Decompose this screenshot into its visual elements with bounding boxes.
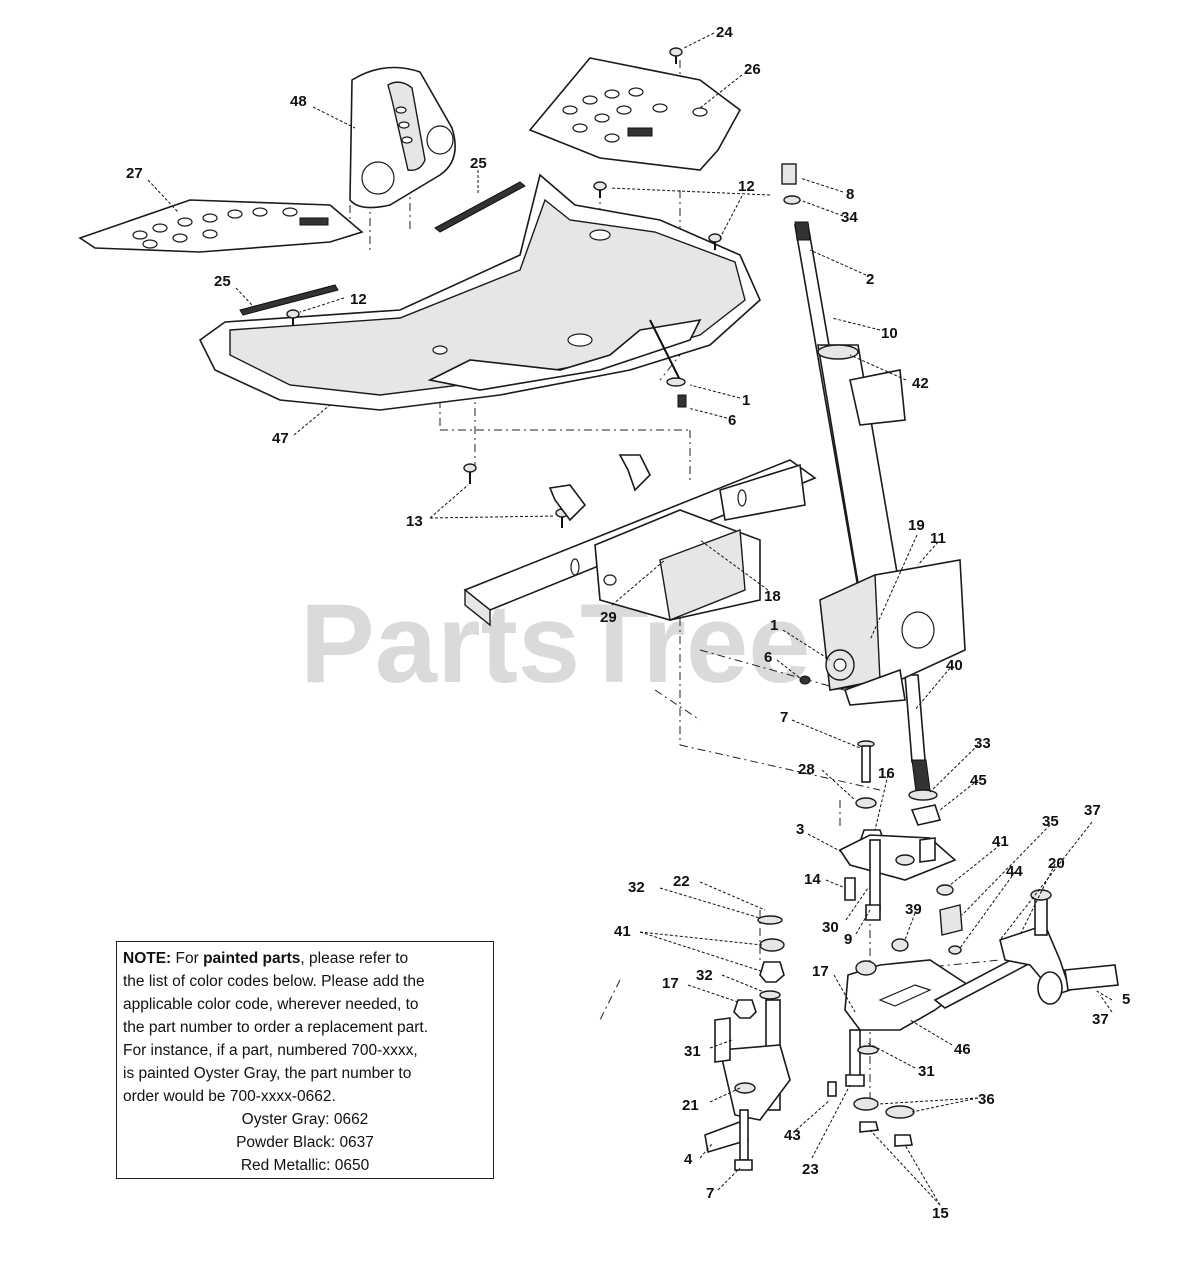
callout-3: 3 <box>796 821 804 838</box>
callout-1: 1 <box>770 617 778 634</box>
part-47-floor-pan <box>198 173 761 411</box>
note-line-5: For instance, if a part, numbered 700-xx… <box>123 1042 418 1059</box>
callout-6: 6 <box>728 412 736 429</box>
note-line-3: applicable color code, wherever needed, … <box>123 996 419 1013</box>
callout-26: 26 <box>744 61 761 78</box>
callout-7: 7 <box>706 1185 714 1202</box>
part-1-6-hardware <box>649 319 687 408</box>
callout-21: 21 <box>682 1097 699 1114</box>
note-line-1: NOTE: For painted parts, please refer to <box>123 947 487 970</box>
color-code-oyster-gray: Oyster Gray: 0662 <box>241 1111 369 1128</box>
lower-hardware <box>855 740 942 851</box>
callout-35: 35 <box>1042 813 1059 830</box>
callout-25: 25 <box>214 273 231 290</box>
callout-40: 40 <box>946 657 963 674</box>
callout-39: 39 <box>905 901 922 918</box>
part-21-left-bracket <box>704 915 791 1171</box>
callout-24: 24 <box>716 24 733 41</box>
callout-15: 15 <box>932 1205 949 1222</box>
callout-34: 34 <box>841 209 858 226</box>
callout-28: 28 <box>798 761 815 778</box>
callout-41: 41 <box>992 833 1009 850</box>
part-46-sector-gear <box>844 949 1042 1031</box>
callout-14: 14 <box>804 871 821 888</box>
callout-20: 20 <box>1048 855 1065 872</box>
callout-labels: 24 26 48 27 25 12 8 34 2 25 12 10 42 1 6… <box>126 24 1130 1222</box>
callout-22: 22 <box>673 873 690 890</box>
callout-25: 25 <box>470 155 487 172</box>
callout-43: 43 <box>784 1127 801 1144</box>
callout-32: 32 <box>696 967 713 984</box>
callout-10: 10 <box>881 325 898 342</box>
callout-31: 31 <box>684 1043 701 1060</box>
callout-42: 42 <box>912 375 929 392</box>
note-text: For <box>171 950 204 967</box>
part-3-bracket <box>838 834 957 921</box>
callout-12: 12 <box>738 178 755 195</box>
callout-17: 17 <box>662 975 679 992</box>
callout-36: 36 <box>978 1091 995 1108</box>
note-emphasis: painted parts <box>203 950 301 967</box>
callout-12: 12 <box>350 291 367 308</box>
leader-lines <box>147 32 1113 1206</box>
callout-16: 16 <box>878 765 895 782</box>
callout-33: 33 <box>974 735 991 752</box>
callout-13: 13 <box>406 513 423 530</box>
color-code-powder-black: Powder Black: 0637 <box>236 1134 374 1151</box>
callout-19: 19 <box>908 517 925 534</box>
callout-7: 7 <box>780 709 788 726</box>
callout-1: 1 <box>742 392 750 409</box>
part-5-steering-arm <box>936 884 1119 1005</box>
callout-31: 31 <box>918 1063 935 1080</box>
callout-44: 44 <box>1006 863 1023 880</box>
painted-parts-note: NOTE: For painted parts, please refer to… <box>116 941 494 1179</box>
note-line-4: the part number to order a replacement p… <box>123 1019 428 1036</box>
callout-23: 23 <box>802 1161 819 1178</box>
note-label: NOTE: <box>123 950 172 967</box>
callout-2: 2 <box>866 271 874 288</box>
note-text: , please refer to <box>300 950 409 967</box>
callout-47: 47 <box>272 430 289 447</box>
callout-37: 37 <box>1092 1011 1109 1028</box>
callout-17: 17 <box>812 963 829 980</box>
callout-6: 6 <box>764 649 772 666</box>
part-23-pivot <box>827 938 915 1147</box>
part-26-footrest-right <box>528 57 742 171</box>
callout-8: 8 <box>846 186 854 203</box>
note-line-6: is painted Oyster Gray, the part number … <box>123 1065 412 1082</box>
callout-9: 9 <box>844 931 852 948</box>
callout-30: 30 <box>822 919 839 936</box>
note-line-7: order would be 700-xxxx-0662. <box>123 1088 336 1105</box>
callout-45: 45 <box>970 772 987 789</box>
callout-4: 4 <box>684 1151 693 1168</box>
part-25-strips <box>239 181 526 316</box>
part-18-frame-crossmember <box>463 454 817 627</box>
callout-11: 11 <box>930 530 946 547</box>
callout-5: 5 <box>1122 991 1130 1008</box>
callout-41: 41 <box>614 923 631 940</box>
callout-46: 46 <box>954 1041 971 1058</box>
part-48-fender-panel <box>349 66 456 209</box>
part-11-steering-bracket <box>799 559 966 706</box>
color-code-red-metallic: Red Metallic: 0650 <box>240 1157 370 1174</box>
note-line-2: the list of color codes below. Please ad… <box>123 973 425 990</box>
screws <box>286 47 722 528</box>
callout-48: 48 <box>290 93 307 110</box>
part-27-footrest-left <box>78 199 364 253</box>
callout-37: 37 <box>1084 802 1101 819</box>
callout-18: 18 <box>764 588 781 605</box>
callout-32: 32 <box>628 879 645 896</box>
callout-27: 27 <box>126 165 143 182</box>
callout-29: 29 <box>600 609 617 626</box>
